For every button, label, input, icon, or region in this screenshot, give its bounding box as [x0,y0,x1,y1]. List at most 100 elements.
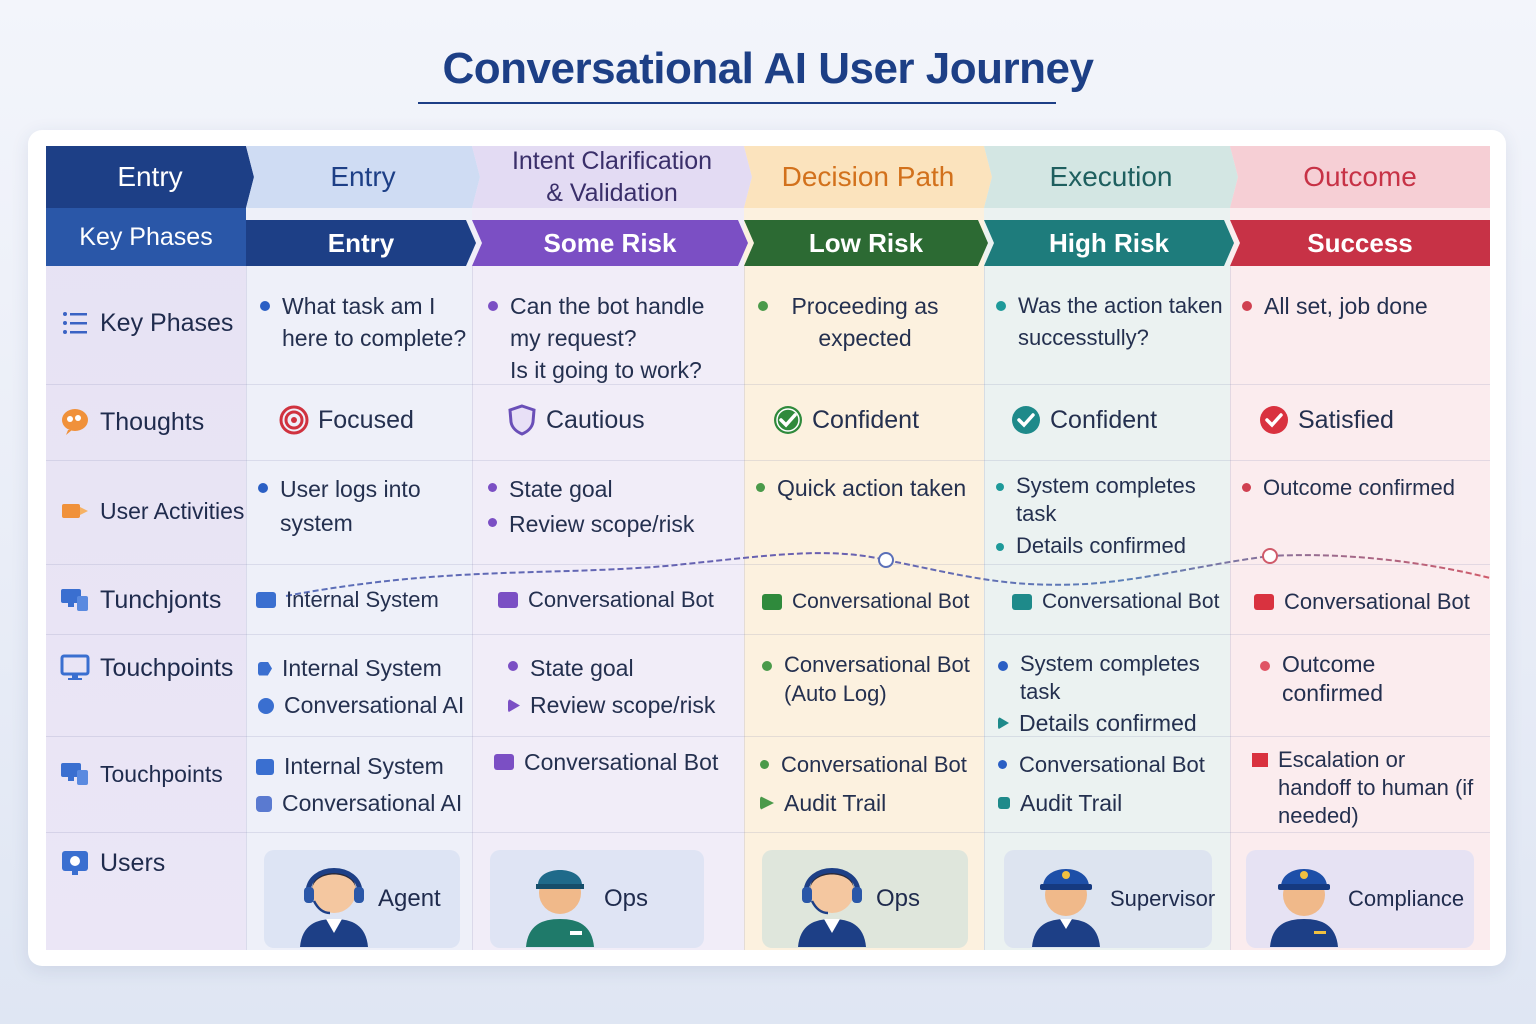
col-divider [984,266,985,950]
tunchjont-entry: Internal System [256,584,439,616]
thought-decision: Confident [772,404,919,436]
row-divider [46,384,1490,385]
compliance-avatar-icon [1264,851,1344,947]
header-stage-intent: Intent Clarification & Validation [472,146,752,208]
monitor-icon [256,592,276,608]
check-circle-icon [1010,404,1042,436]
outcome-column-bg [1230,146,1490,950]
header-stage-outcome: Outcome [1230,146,1490,208]
tunchjont-execution: Conversational Bot [1012,586,1219,618]
page-title: Conversational AI User Journey [442,44,1094,93]
touchpoint1-entry: Internal System Conversational AI [258,650,472,724]
check-circle-icon [772,404,804,436]
thought-entry: Focused [278,404,414,436]
header-key-phases-label: Key Phases [46,208,246,266]
row-label-users: Users [46,846,246,880]
execution-column-bg [984,146,1230,950]
touchpoint1-decision: Conversational Bot (Auto Log) [762,650,982,708]
phase-entry: Entry [246,220,476,266]
row-divider [46,736,1490,737]
user-card-supervisor: Supervisor [1004,850,1215,948]
touchpoint1-execution: System completes task Details confirmed [998,650,1228,737]
phase-low-risk: Low Risk [744,220,988,266]
key-phase-outcome: All set, job done [1242,290,1482,322]
touchpoint2-entry: Internal System Conversational AI [256,748,472,822]
chat-icon [1254,594,1274,610]
phase-success: Success [1230,220,1490,266]
journey-grid: Entry Entry Intent Clarification & Valid… [46,146,1490,950]
agent-avatar-icon [294,851,374,947]
emotion-curve [285,548,1490,597]
user-monitor-icon [60,848,90,878]
minus-square-icon [998,797,1010,809]
header-stage-decision: Decision Path [744,146,992,208]
check-circle-icon [1258,404,1290,436]
header-entry-label: Entry [46,146,254,208]
ops-headset-avatar-icon [792,851,872,947]
user-card-agent: Agent [264,850,460,948]
row-label-user-activities: User Activities [46,476,246,546]
entry-column-bg [246,146,472,950]
chat-icon [1012,594,1032,610]
ops-avatar-icon [520,851,600,947]
label-column-bg [46,146,246,950]
user-card-ops-2: Ops [762,850,968,948]
header-stage-execution: Execution [984,146,1238,208]
key-phase-entry: What task am I here to complete? [260,290,470,354]
chevron-icon [256,795,272,812]
activity-decision: Quick action taken [756,472,984,504]
row-divider [46,460,1490,461]
decision-column-bg [744,146,984,950]
list-icon [60,308,90,338]
monitor-icon [256,758,274,775]
col-divider [1230,266,1231,950]
title-underline [418,102,1056,104]
tag-icon [258,661,272,676]
activity-icon [60,496,90,526]
phase-some-risk: Some Risk [472,220,748,266]
touchpoint2-decision: Conversational Bot Audit Trail [760,746,982,822]
activity-entry: User logs into system [258,472,454,540]
brain-bubble-icon [60,407,90,437]
target-icon [278,404,310,436]
row-label-touchpoints-1: Touchpoints [46,638,246,698]
col-divider [246,266,247,950]
row-divider [46,832,1490,833]
touchpoint2-intent: Conversational Bot [494,746,740,778]
touchpoint2-execution: Conversational Bot Audit Trail [998,746,1228,822]
phase-high-risk: High Risk [984,220,1234,266]
warning-icon [1252,753,1268,767]
row-label-thoughts: Thoughts [46,392,246,452]
col-divider [472,266,473,950]
tunchjont-decision: Conversational Bot [762,586,969,618]
row-divider [46,564,1490,565]
thought-execution: Confident [1010,404,1157,436]
shield-icon [506,404,538,436]
activity-intent: State goal Review scope/risk [488,472,738,542]
key-phase-execution: Was the action taken successtully? [996,290,1228,354]
play-icon [998,716,1009,730]
supervisor-avatar-icon [1026,851,1106,947]
touchpoint2-outcome: Escalation or handoff to human (if neede… [1252,746,1488,830]
monitor-icon [60,653,90,683]
row-label-tunchjonts: Tunchjonts [46,570,246,630]
row-divider [46,634,1490,635]
col-divider [744,266,745,950]
intent-column-bg [472,146,744,950]
activity-outcome: Outcome confirmed [1242,472,1488,504]
thought-intent: Cautious [506,404,645,436]
tunchjont-intent: Conversational Bot [498,584,714,616]
activity-execution: System completes task Details confirmed [996,472,1228,560]
touchpoint1-intent: State goal Review scope/risk [508,650,740,724]
key-phase-decision: Proceeding as expected [758,290,978,354]
thought-outcome: Satisfied [1258,404,1394,436]
key-phase-intent: Can the bot handle my request? Is it goi… [488,290,738,386]
circle-icon [258,697,274,714]
touchpoint1-outcome: Outcome confirmed [1260,650,1460,708]
row-label-key-phases: Key Phases [46,288,246,358]
row-label-touchpoints-2: Touchpoints [46,746,246,802]
play-icon [760,796,774,810]
chat-icon [498,592,518,608]
chat-icon [762,594,782,610]
devices-icon [60,585,90,615]
